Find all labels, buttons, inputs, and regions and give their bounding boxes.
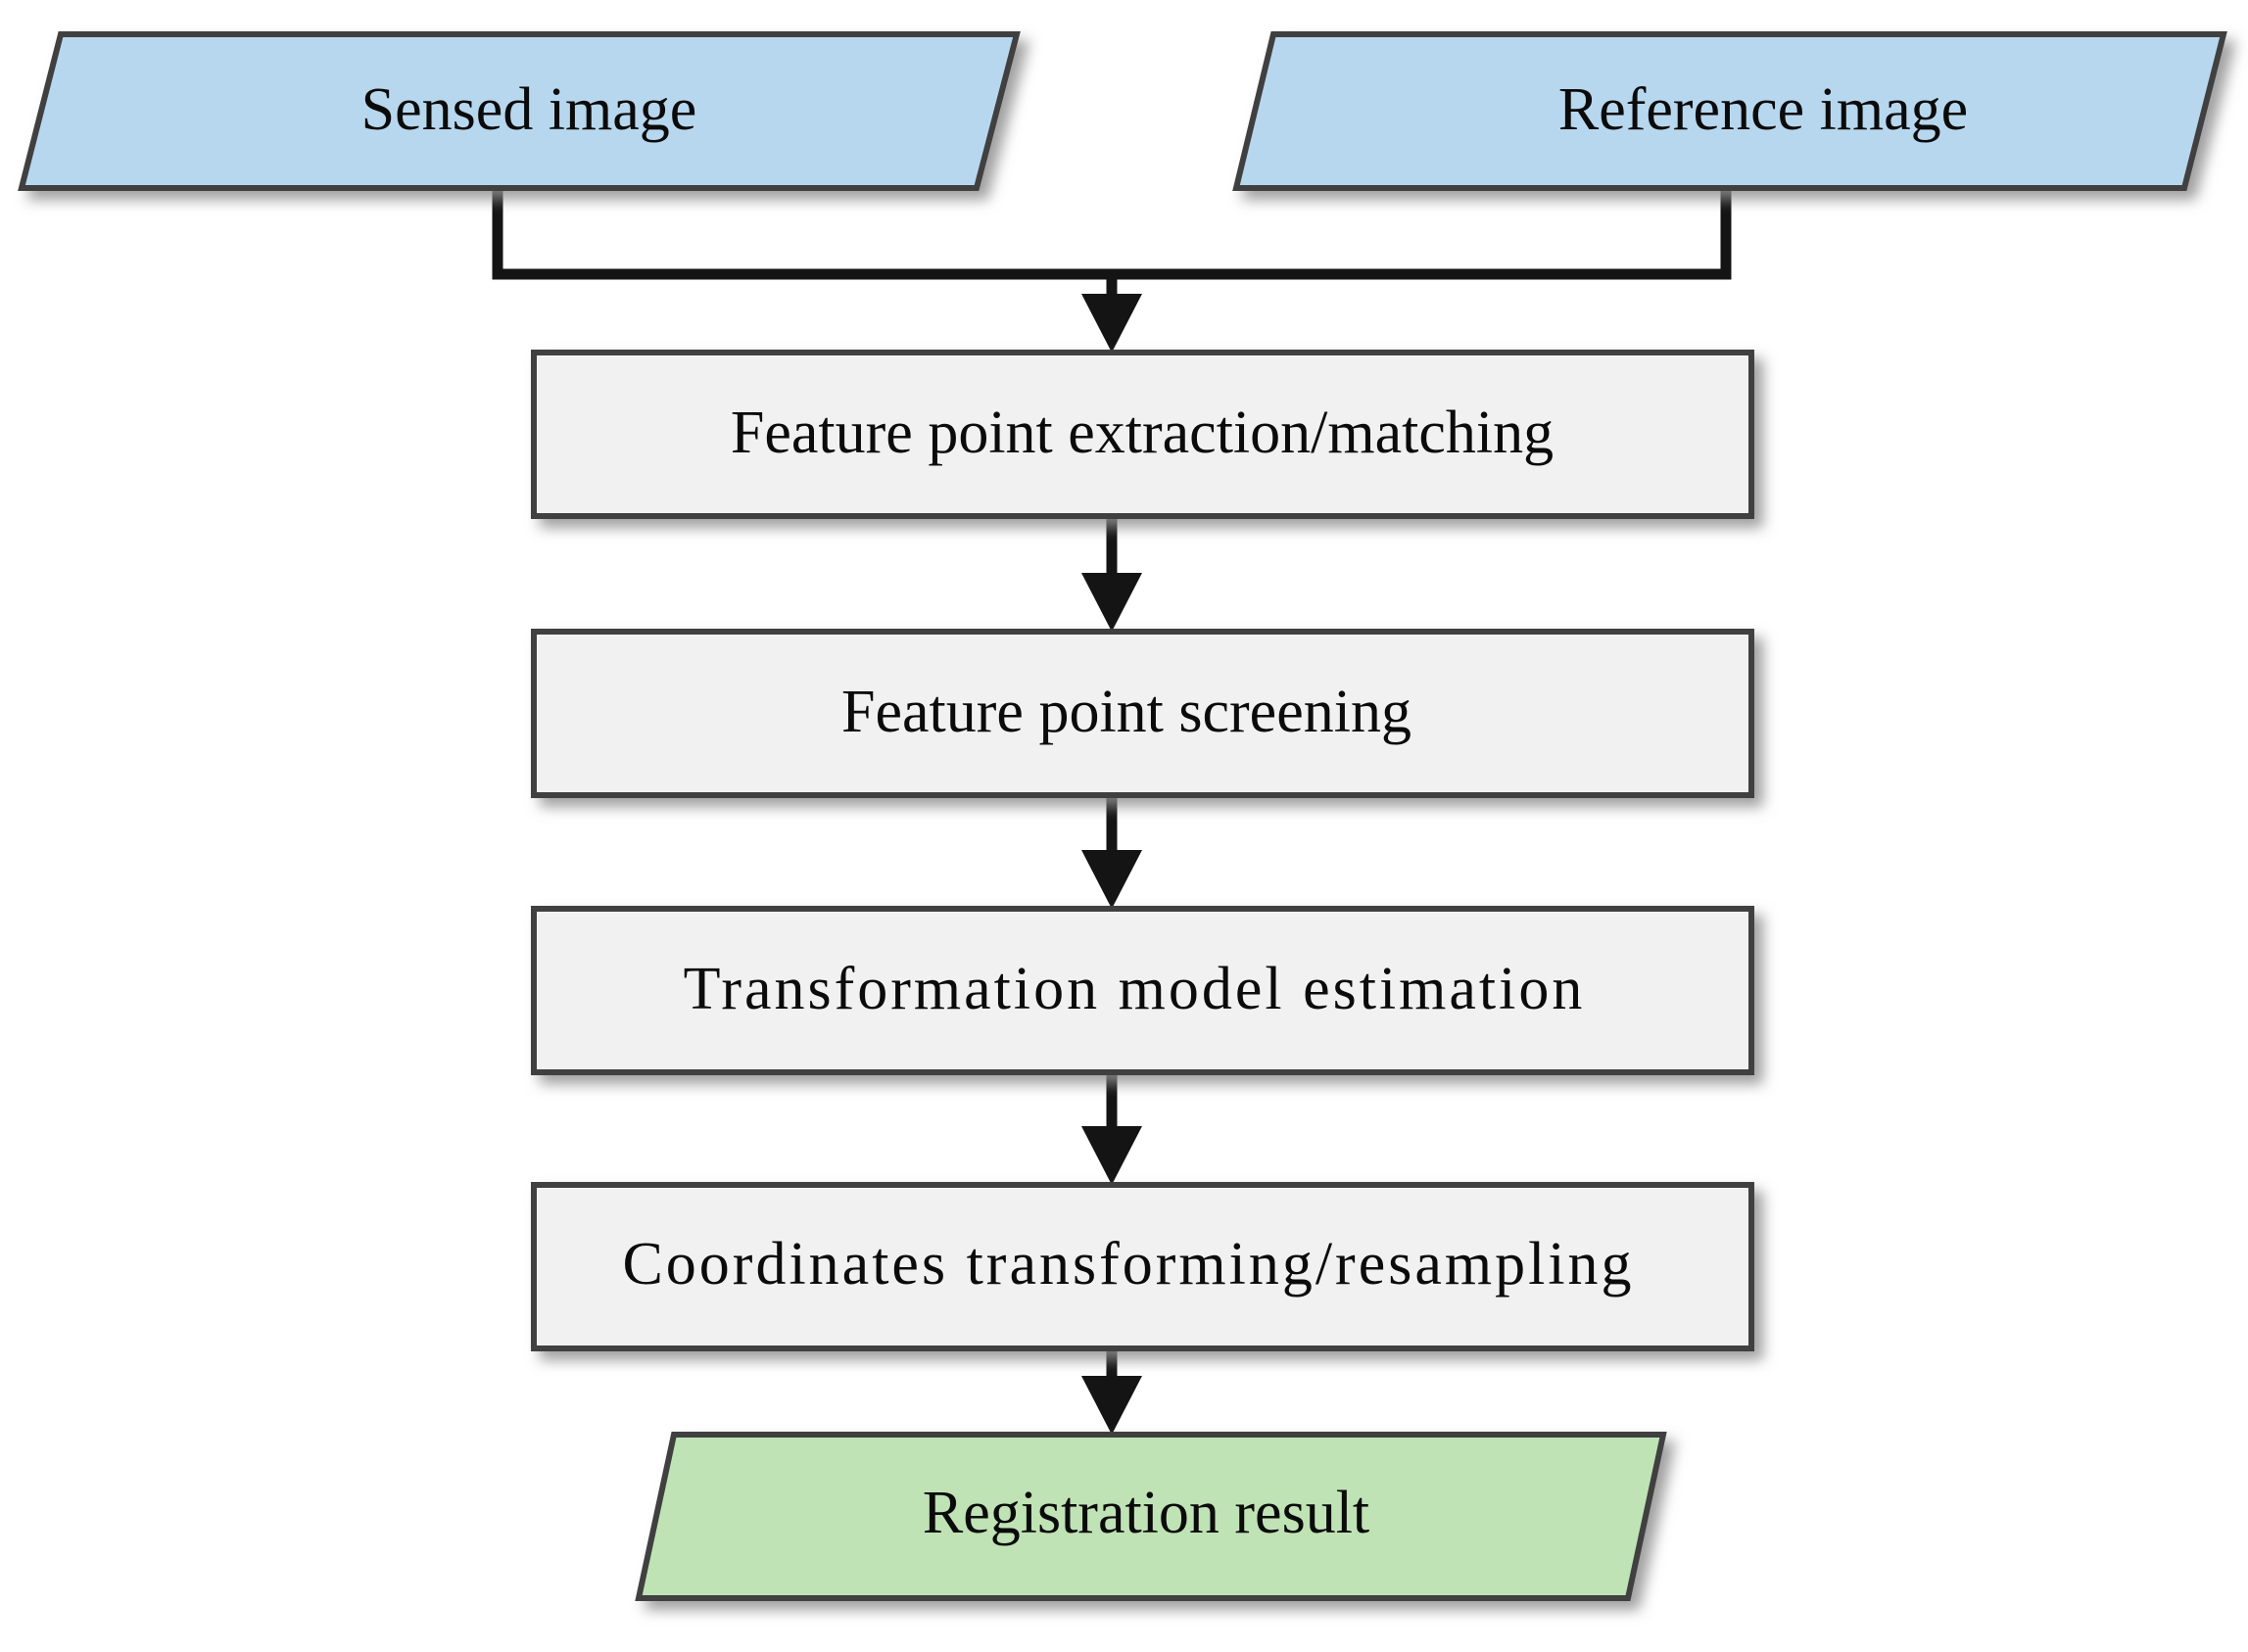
feature-extraction-matching-label: Feature point extraction/matching [731,400,1554,466]
connector-step2-step3 [1081,795,1142,909]
node-feature-screening[interactable] [531,629,1754,798]
connector-inputs-merge [492,188,1732,353]
connector-step4-result [1081,1346,1142,1435]
feature-extraction-matching-box[interactable] [531,350,1754,519]
node-feature-extraction-matching[interactable] [531,350,1754,519]
node-sensed-image[interactable] [18,31,1021,191]
registration-result-parallelogram[interactable] [635,1432,1667,1601]
node-registration-result[interactable] [635,1432,1667,1601]
transformation-model-estimation-label: Transformation model estimation [684,956,1586,1022]
connector-step3-step4 [1081,1072,1142,1185]
transformation-model-estimation-box[interactable] [531,906,1754,1075]
registration-result-label: Registration result [923,1480,1369,1546]
coordinates-transforming-resampling-box[interactable] [531,1182,1754,1351]
reference-image-label: Reference image [1558,76,1968,143]
sensed-image-label: Sensed image [361,76,697,143]
node-reference-image[interactable] [1232,31,2227,191]
node-transformation-model-estimation[interactable] [531,906,1754,1075]
coordinates-transforming-resampling-label: Coordinates transforming/resampling [622,1231,1634,1298]
feature-screening-box[interactable] [531,629,1754,798]
reference-image-parallelogram[interactable] [1232,31,2227,191]
node-coordinates-transforming-resampling[interactable] [531,1182,1754,1351]
feature-screening-label: Feature point screening [841,679,1411,745]
sensed-image-parallelogram[interactable] [18,31,1021,191]
connector-group [492,188,1732,1435]
connector-step1-step2 [1081,516,1142,632]
